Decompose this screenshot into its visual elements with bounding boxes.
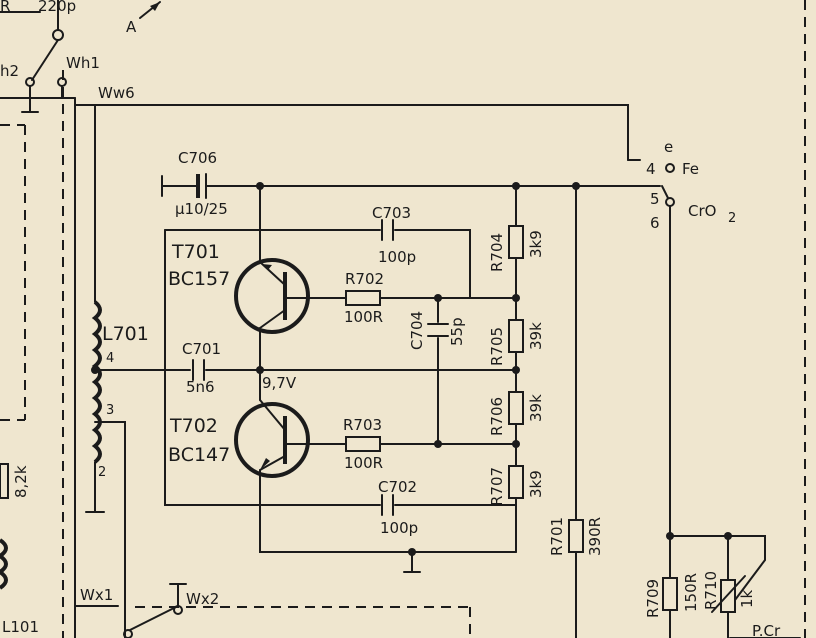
top-fragment-cap-label: 220p xyxy=(38,0,76,15)
ww6-label: Ww6 xyxy=(98,84,135,102)
c704-value: 55p xyxy=(448,317,466,346)
t702-type: BC147 xyxy=(168,444,230,466)
left-resistor-label: 8,2k xyxy=(12,465,30,498)
l701-coil xyxy=(85,104,126,638)
arrow-a xyxy=(139,1,161,19)
r704-label: R704 xyxy=(488,233,506,272)
r706-value: 39k xyxy=(527,394,545,422)
t701-transistor xyxy=(234,258,310,334)
switch-e-label: e xyxy=(664,138,673,156)
c703-value: 100p xyxy=(378,248,416,266)
tap2-label: 2 xyxy=(98,465,106,480)
wh1-label: Wh1 xyxy=(66,54,100,72)
switch-5-label: 5 xyxy=(650,190,660,208)
fe-cro2-switch xyxy=(627,159,675,638)
top-fragment-r-label: R xyxy=(0,0,10,15)
r709-r710-network xyxy=(662,535,801,638)
tap4-label: 4 xyxy=(106,351,114,366)
voltage-label: 9,7V xyxy=(262,374,297,392)
c704-capacitor xyxy=(427,323,449,337)
r710-label: R710 xyxy=(702,571,720,610)
wh2-label: h2 xyxy=(0,62,19,80)
c704-label: C704 xyxy=(408,311,426,350)
r709-label: R709 xyxy=(644,579,662,618)
t702-transistor xyxy=(234,399,310,478)
wx-switches xyxy=(74,583,187,638)
c706-value: µ10/25 xyxy=(175,200,228,218)
c706-capacitor xyxy=(161,173,661,199)
r704-value: 3k9 xyxy=(527,230,545,258)
c701-capacitor xyxy=(192,359,205,381)
c703-capacitor xyxy=(381,219,394,241)
r701-label: R701 xyxy=(548,517,566,556)
wx2-label: Wx2 xyxy=(186,590,219,608)
r702-label: R702 xyxy=(345,270,384,288)
switch-cro2-sub: 2 xyxy=(728,211,736,226)
pcr-label: P.Cr xyxy=(752,622,781,638)
c706-label: C706 xyxy=(178,149,217,167)
divider-chain xyxy=(508,185,524,553)
wx1-label: Wx1 xyxy=(80,586,113,604)
r702-value: 100R xyxy=(344,308,383,326)
left-fragments xyxy=(0,463,9,590)
t701-type: BC157 xyxy=(168,268,230,290)
switch-4-label: 4 xyxy=(646,160,656,178)
arrow-a-label: A xyxy=(126,18,137,36)
switch-cro2-label: CrO xyxy=(688,202,716,220)
switch-6-label: 6 xyxy=(650,214,660,232)
amplifier-frame xyxy=(94,185,517,573)
r710-value: 1k xyxy=(738,589,756,608)
r702-resistor xyxy=(345,290,381,306)
r701-resistor xyxy=(568,185,584,638)
r701-value: 390R xyxy=(586,517,604,556)
r705-value: 39k xyxy=(527,322,545,350)
r703-value: 100R xyxy=(344,454,383,472)
r706-label: R706 xyxy=(488,397,506,436)
r707-label: R707 xyxy=(488,467,506,506)
c702-value: 100p xyxy=(380,519,418,537)
r705-label: R705 xyxy=(488,327,506,366)
r707-value: 3k9 xyxy=(527,470,545,498)
top-left-switch xyxy=(0,0,76,638)
r703-resistor xyxy=(345,436,381,452)
c701-label: C701 xyxy=(182,340,221,358)
c702-label: C702 xyxy=(378,478,417,496)
ww6-wire xyxy=(74,104,629,161)
l701-label: L701 xyxy=(102,323,149,345)
c701-value: 5n6 xyxy=(186,378,215,396)
l101-label: L101 xyxy=(2,618,39,636)
tap3-label: 3 xyxy=(106,403,114,418)
r703-label: R703 xyxy=(343,416,382,434)
c703-label: C703 xyxy=(372,204,411,222)
r709-value: 150R xyxy=(682,573,700,612)
c702-capacitor xyxy=(381,494,394,516)
switch-fe-label: Fe xyxy=(682,160,699,178)
t701-label: T701 xyxy=(171,241,220,263)
t702-label: T702 xyxy=(169,415,218,437)
